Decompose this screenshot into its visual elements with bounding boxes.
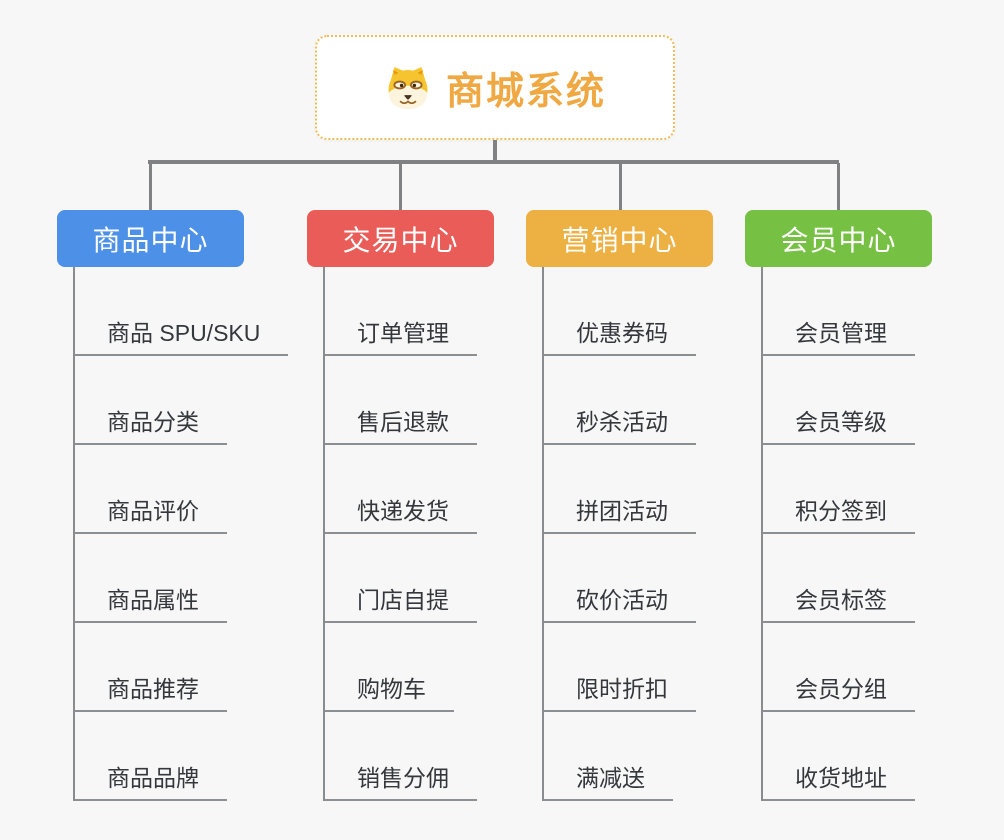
connector-drop-member: [837, 163, 840, 210]
doge-icon: [384, 64, 432, 112]
branch-header-marketing-center[interactable]: 营销中心: [526, 210, 713, 267]
leaf-node-group-buy[interactable]: 拼团活动: [542, 496, 696, 534]
branch-trunk-goods: [73, 267, 75, 801]
connector-horizontal-bar: [148, 160, 839, 164]
leaf-node-express-delivery[interactable]: 快递发货: [323, 496, 477, 534]
connector-drop-marketing: [619, 163, 622, 210]
leaf-node-goods-recommend[interactable]: 商品推荐: [73, 674, 227, 712]
leaf-node-member-group[interactable]: 会员分组: [761, 674, 915, 712]
leaf-node-member-management[interactable]: 会员管理: [761, 318, 915, 356]
leaf-node-member-tag[interactable]: 会员标签: [761, 585, 915, 623]
branch-header-trade-center[interactable]: 交易中心: [307, 210, 494, 267]
leaf-node-bargain-activity[interactable]: 砍价活动: [542, 585, 696, 623]
leaf-node-points-checkin[interactable]: 积分签到: [761, 496, 915, 534]
branch-children-goods: 商品 SPU/SKU 商品分类 商品评价 商品属性 商品推荐 商品品牌: [73, 267, 333, 801]
root-node[interactable]: 商城系统: [315, 35, 675, 140]
leaf-node-full-reduction[interactable]: 满减送: [542, 763, 673, 801]
branch-children-trade: 订单管理 售后退款 快递发货 门店自提 购物车 销售分佣: [323, 267, 583, 801]
leaf-node-aftersale-refund[interactable]: 售后退款: [323, 407, 477, 445]
connector-drop-goods: [149, 163, 152, 210]
leaf-node-limited-time-discount[interactable]: 限时折扣: [542, 674, 696, 712]
branch-children-marketing: 优惠券码 秒杀活动 拼团活动 砍价活动 限时折扣 满减送: [542, 267, 802, 801]
connector-root-stub: [493, 140, 497, 163]
leaf-node-member-level[interactable]: 会员等级: [761, 407, 915, 445]
branch-header-member-center[interactable]: 会员中心: [745, 210, 932, 267]
branch-trunk-member: [761, 267, 763, 801]
branch-header-goods-center[interactable]: 商品中心: [57, 210, 244, 267]
leaf-node-store-pickup[interactable]: 门店自提: [323, 585, 477, 623]
leaf-node-coupon-code[interactable]: 优惠券码: [542, 318, 696, 356]
leaf-node-shipping-address[interactable]: 收货地址: [761, 763, 915, 801]
leaf-node-goods-spu-sku[interactable]: 商品 SPU/SKU: [73, 318, 289, 356]
leaf-node-goods-review[interactable]: 商品评价: [73, 496, 227, 534]
leaf-node-goods-brand[interactable]: 商品品牌: [73, 763, 227, 801]
branch-trunk-trade: [323, 267, 325, 801]
branch-children-member: 会员管理 会员等级 积分签到 会员标签 会员分组 收货地址: [761, 267, 1004, 801]
leaf-node-order-management[interactable]: 订单管理: [323, 318, 477, 356]
branch-trunk-marketing: [542, 267, 544, 801]
leaf-node-shopping-cart[interactable]: 购物车: [323, 674, 454, 712]
connector-drop-trade: [399, 163, 402, 210]
leaf-node-flash-sale[interactable]: 秒杀活动: [542, 407, 696, 445]
leaf-node-goods-attribute[interactable]: 商品属性: [73, 585, 227, 623]
leaf-node-goods-category[interactable]: 商品分类: [73, 407, 227, 445]
root-title: 商城系统: [445, 71, 606, 113]
leaf-node-sales-commission[interactable]: 销售分佣: [323, 763, 477, 801]
